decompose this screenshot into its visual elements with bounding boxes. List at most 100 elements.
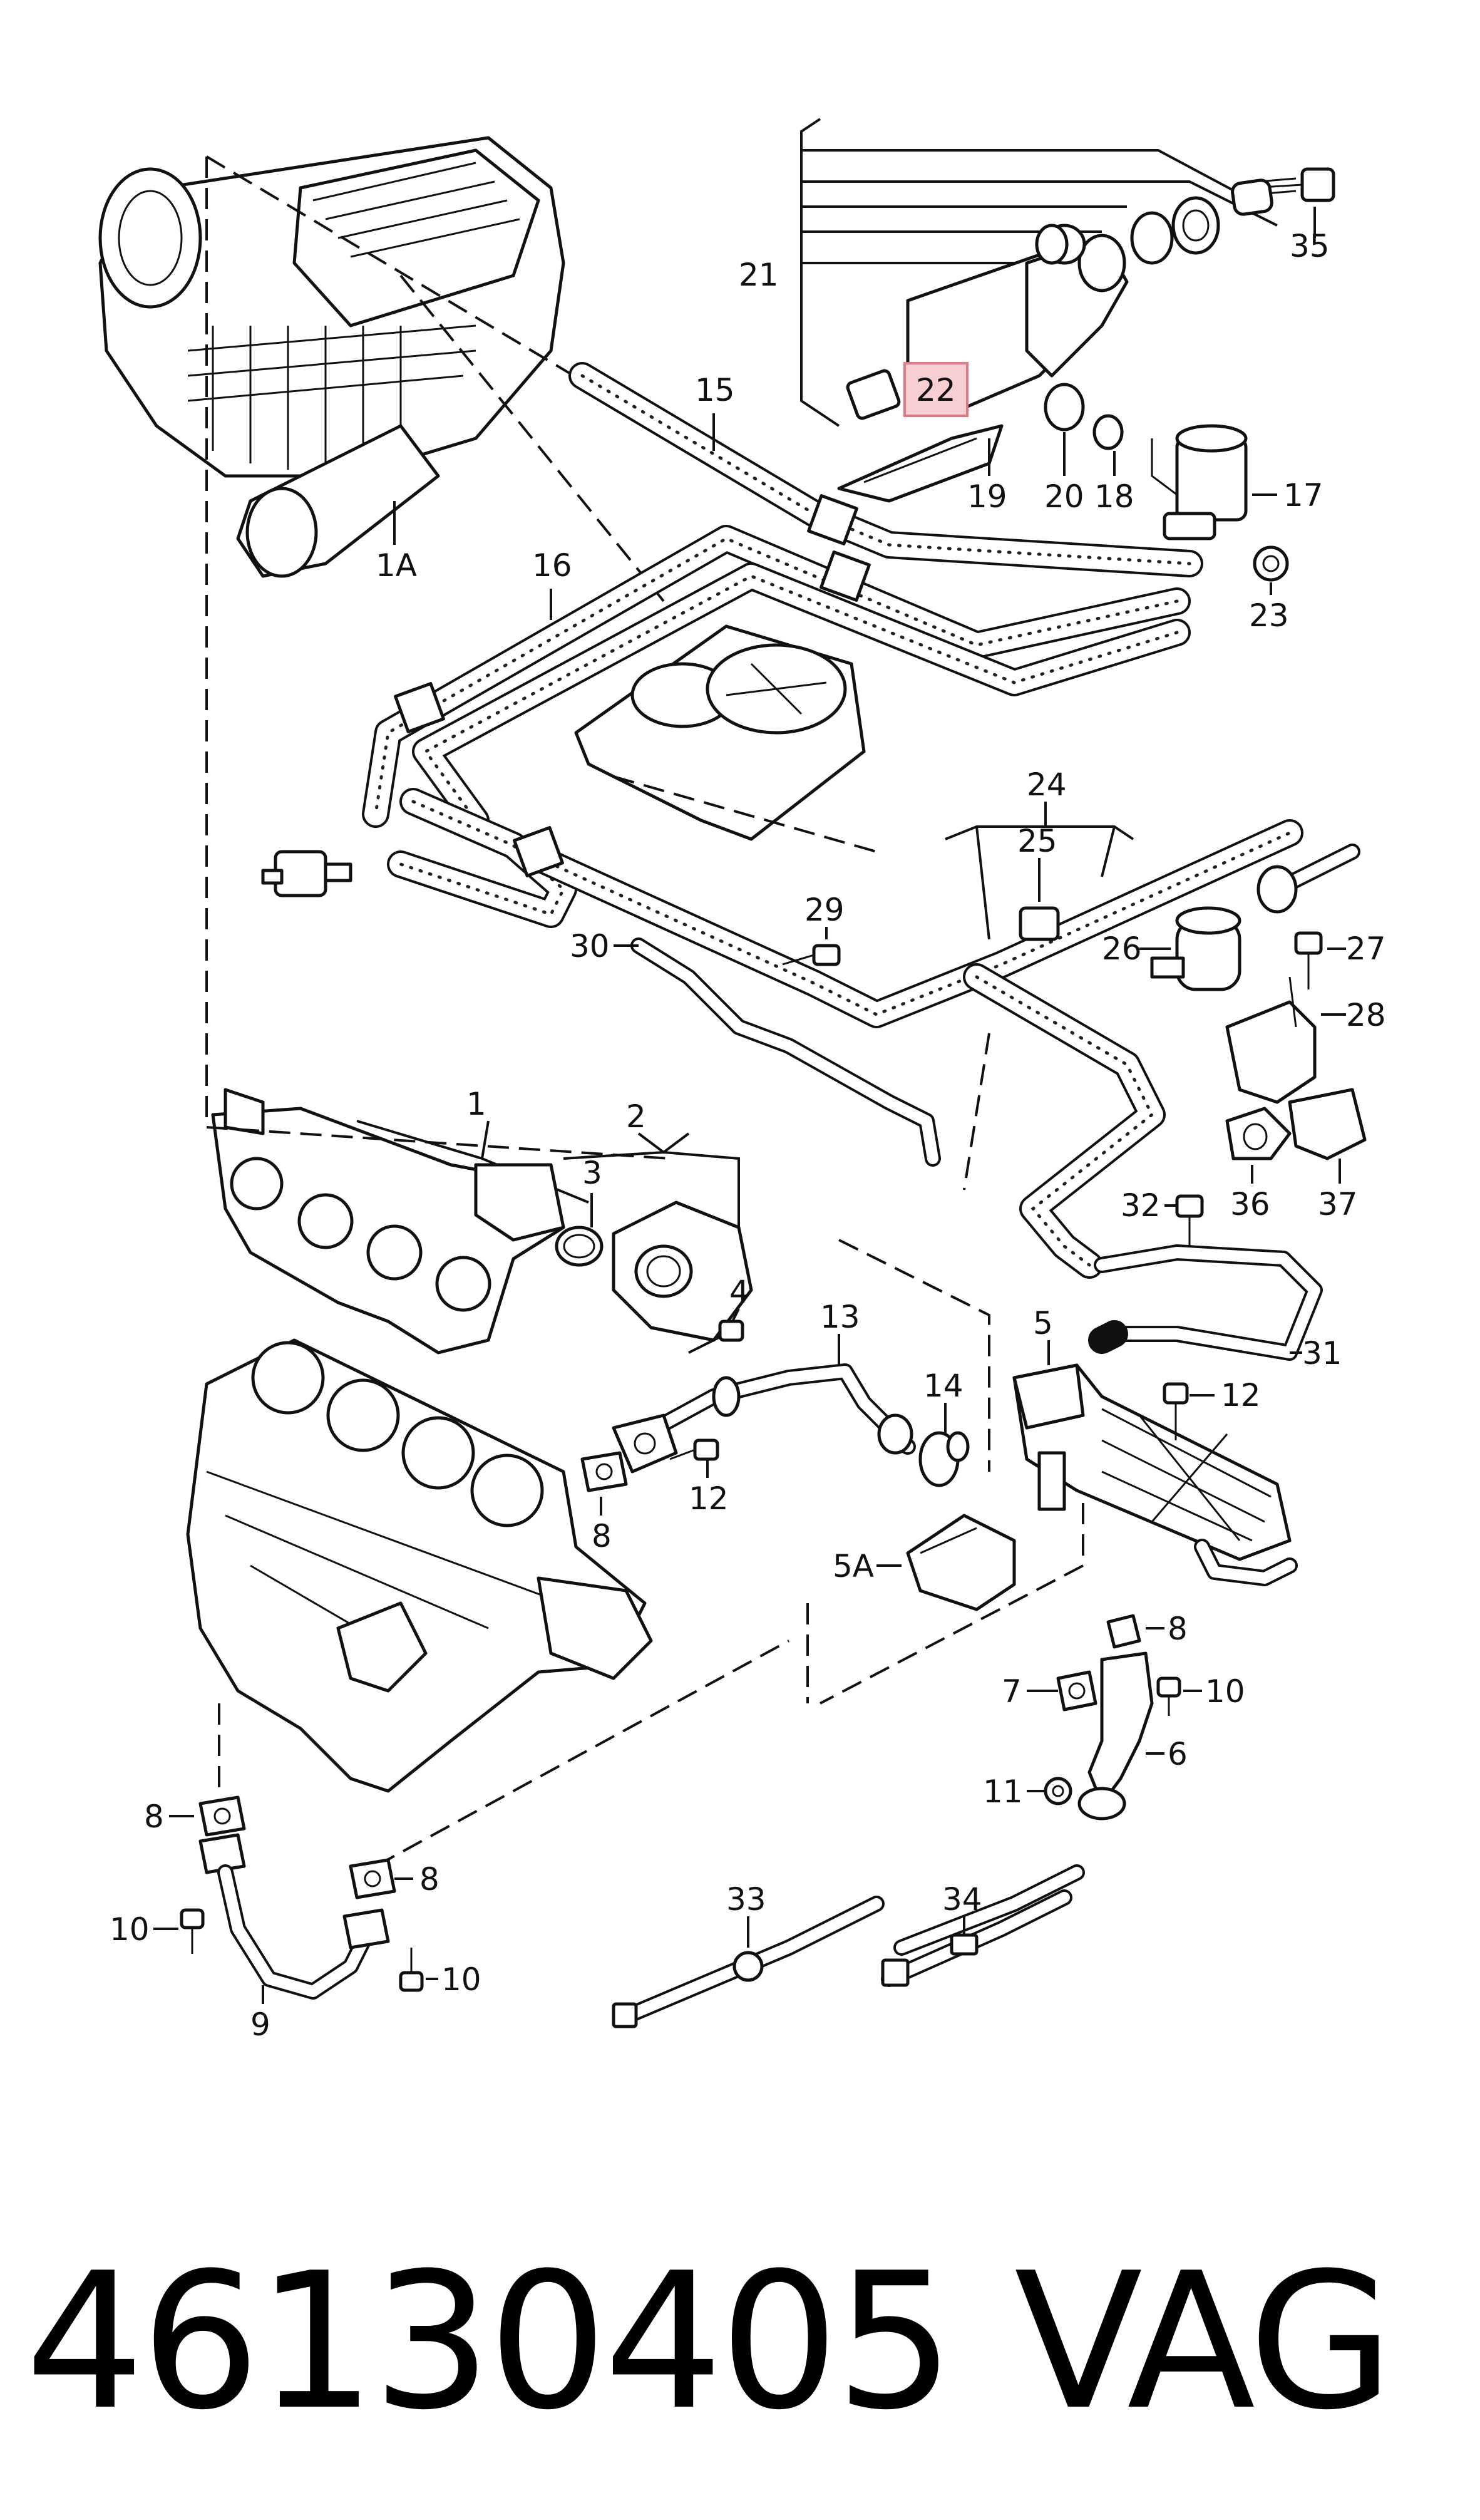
callout-28: 28: [1346, 997, 1386, 1033]
callout-33: 33: [726, 1881, 766, 1918]
callout-20: 20: [1044, 478, 1084, 515]
nut-23: [1253, 545, 1289, 582]
vacuum-line-30: [630, 937, 941, 1167]
heat-shield-5A: [906, 1514, 1016, 1611]
callout-14: 14: [923, 1368, 964, 1404]
bolt-10c: [399, 1948, 424, 1992]
gasket-7: [1056, 1670, 1097, 1712]
egr-pipe-6: [1077, 1651, 1154, 1820]
bolt-27: [1294, 931, 1323, 989]
callout-13: 13: [820, 1299, 860, 1335]
gasket-8a: [580, 1451, 628, 1492]
callout-10a: 10: [1205, 1673, 1245, 1710]
gasket-8b: [1106, 1614, 1141, 1649]
callout-24: 24: [1027, 767, 1067, 803]
brand-name: VAG: [1014, 2233, 1394, 2451]
bolt-35: [1035, 167, 1335, 265]
bolt-10b: [180, 1908, 205, 1954]
callout-17: 17: [1283, 477, 1323, 514]
vacuum-hoses: [362, 362, 1303, 1279]
leader-dashed-2: [963, 1033, 990, 1190]
callout-12a: 12: [689, 1480, 729, 1517]
callout-16: 16: [532, 547, 572, 584]
bolt-4: [688, 1319, 744, 1354]
cable-tie-33: [612, 1896, 885, 2028]
leader-dashed-3: [206, 1126, 990, 1472]
callout-1: 1: [466, 1086, 486, 1122]
callout-27: 27: [1346, 931, 1386, 967]
leader-dashed: [205, 155, 665, 1127]
callout-8b: 8: [1168, 1611, 1188, 1647]
engine-block: [186, 1338, 653, 1793]
gasket-8c: [198, 1795, 246, 1837]
callout-25: 25: [1017, 823, 1057, 859]
flange-12: [612, 1413, 719, 1474]
pipe-31: [1088, 1244, 1323, 1361]
bolt-29: [782, 944, 841, 966]
connector-25: [1019, 906, 1060, 941]
leader-dashed-5: [218, 1640, 789, 1867]
bracket-37: [1288, 1088, 1367, 1160]
o-ring-3: [555, 1226, 604, 1267]
callout-29: 29: [804, 892, 845, 928]
callout-37: 37: [1318, 1186, 1358, 1222]
callout-5A: 5A: [833, 1548, 874, 1584]
egr-pipe-13: [637, 1363, 916, 1455]
callout-6: 6: [1168, 1736, 1188, 1772]
callout-32: 32: [1121, 1187, 1161, 1224]
callout-15: 15: [695, 372, 735, 408]
callout-1A: 1A: [376, 547, 417, 584]
highlight-box-22: [903, 362, 969, 417]
egr-pipe-9: [198, 1833, 390, 2000]
leader-24: [945, 802, 1134, 940]
cable-tie-34: [881, 1864, 1085, 1987]
bolt-32: [1175, 1194, 1204, 1246]
callout-2: 2: [626, 1098, 646, 1135]
air-filter-housing: [98, 136, 565, 578]
throttle-valve-2: [612, 1201, 753, 1342]
footer: 46130405 VAG: [25, 2223, 1452, 2461]
callout-10c: 10: [441, 1961, 481, 1998]
gasket-14: [918, 1431, 970, 1487]
callout-7: 7: [1002, 1673, 1022, 1710]
callout-22: 22: [916, 372, 956, 408]
gasket-8d: [349, 1858, 396, 1899]
callout-31: 31: [1302, 1335, 1342, 1371]
egr-cooler-5: [1012, 1363, 1298, 1586]
callout-8d: 8: [419, 1861, 439, 1898]
callout-8c: 8: [144, 1799, 164, 1835]
callout-3: 3: [582, 1155, 602, 1191]
bracket-leader-21: [800, 118, 1278, 427]
clamp-36: [1225, 1107, 1292, 1160]
callout-18: 18: [1094, 478, 1134, 515]
callout-26: 26: [1102, 931, 1142, 967]
pipe-stub-right: [1256, 844, 1360, 914]
callout-19: 19: [967, 478, 1007, 515]
callout-5: 5: [1033, 1305, 1053, 1341]
part-number: 46130405: [25, 2233, 955, 2451]
nut-11: [1044, 1777, 1072, 1805]
callout-30: 30: [570, 928, 610, 964]
callout-35: 35: [1290, 228, 1330, 264]
exploded-parts-diagram: 1A 15 16: [98, 118, 1386, 2043]
callout-8a: 8: [592, 1518, 612, 1554]
callout-4: 4: [729, 1274, 749, 1310]
intake-manifold: [211, 1088, 565, 1355]
callout-23: 23: [1249, 597, 1289, 634]
leader-dashed-4: [806, 1503, 1084, 1705]
callout-34: 34: [942, 1881, 982, 1918]
solenoid-valve-17: [1151, 424, 1248, 540]
callout-11: 11: [983, 1774, 1023, 1810]
bolt-10a: [1156, 1676, 1181, 1716]
bolt-12b: [1163, 1382, 1189, 1440]
callout-9: 9: [250, 2006, 270, 2043]
callout-12b: 12: [1221, 1377, 1261, 1413]
bracket-assembly: [837, 224, 1129, 503]
bracket-28: [1225, 976, 1317, 1104]
callout-21: 21: [739, 257, 779, 293]
vacuum-reservoir-26: [1150, 906, 1241, 991]
engine-cover: [574, 624, 877, 853]
callout-10b: 10: [110, 1911, 150, 1948]
callout-36: 36: [1230, 1186, 1270, 1222]
vacuum-check-valve: [261, 850, 352, 897]
